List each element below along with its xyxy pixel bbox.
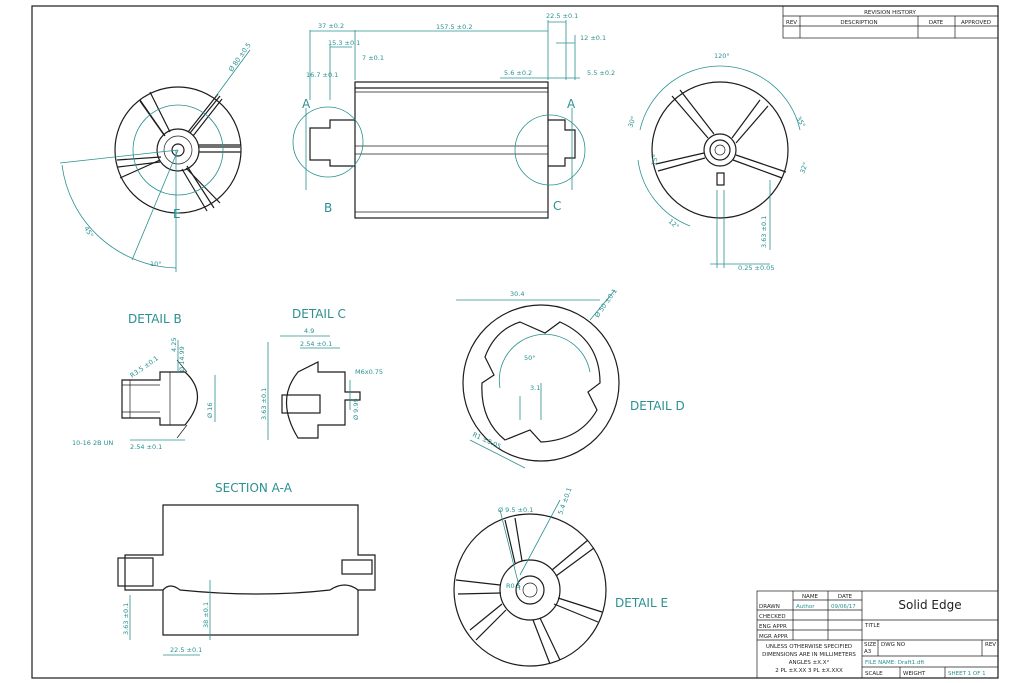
size-label: SIZE [864, 642, 877, 648]
dim-c-diameter-9-99: Ø 9.99 [352, 398, 360, 420]
dim-top-5-5: 5.5 ±0.2 [587, 69, 615, 77]
header-name: NAME [802, 594, 819, 600]
dim-e-5-4: 5.4 ±0.1 [556, 486, 573, 515]
dim-right-35: 35° [794, 115, 807, 129]
dim-right-30: 30° [626, 115, 637, 129]
detail-b-marker: B [324, 201, 332, 215]
detail-c-marker: C [553, 199, 561, 213]
title-block: NAME DATE DRAWN Author 09/06/17 CHECKED … [756, 590, 999, 679]
drawn-name: Author [796, 604, 815, 610]
dim-b-thread: 10-16 2B UN [72, 439, 113, 447]
title-label: TITLE [864, 623, 880, 629]
approved-col: APPROVED [961, 20, 991, 26]
dim-right-3-63: 3.63 ±0.1 [760, 216, 768, 248]
dim-c-3-63: 3.63 ±0.1 [260, 388, 268, 420]
note-1: UNLESS OTHERWISE SPECIFIED [766, 644, 852, 650]
detail-c-title: DETAIL C [292, 307, 346, 321]
dim-right-32: 32° [798, 161, 809, 175]
detail-b-view: DETAIL B 4.25 Ø 14.99 R3.5 ±0.1 Ø 16 10-… [72, 312, 216, 451]
right-end-view: 120° 30° 35° 32° 15° 3.63 ±0.1 0.25 ±0.0… [626, 52, 809, 272]
dim-d-50-deg: 50° [524, 354, 536, 362]
dim-left-angle-45: 45° [82, 225, 95, 239]
dim-d-3-1: 3.1 [530, 384, 540, 392]
detail-b-title: DETAIL B [128, 312, 182, 326]
dim-d-30-4: 30.4 [510, 290, 524, 298]
dim-d-diameter: Ø 50 ±0.1 [593, 287, 619, 319]
section-aa-title: SECTION A-A [215, 481, 293, 495]
checked-label: CHECKED [759, 614, 786, 620]
dim-top-157-5: 157.5 ±0.2 [436, 23, 472, 31]
dim-right-15: 15° [650, 154, 660, 167]
section-a-right: A [567, 97, 576, 111]
drawn-label: DRAWN [759, 604, 780, 610]
dim-top-15-3: 15.3 ±0.1 [328, 39, 360, 47]
dim-section-22-5: 22.5 ±0.1 [170, 646, 202, 654]
dim-c-2-54: 2.54 ±0.1 [300, 340, 332, 348]
side-view: A A B C 37 ±0.2 15.3 ±0.1 7 ±0.1 16.7 ±0… [292, 12, 615, 219]
detail-e-view: DETAIL E Ø 9.5 ±0.1 5.4 ±0.1 R0.5 [453, 486, 668, 667]
dim-top-22-5: 22.5 ±0.1 [546, 12, 578, 20]
sheet-label: SHEET 1 OF 1 [948, 671, 986, 677]
header-date: DATE [838, 594, 853, 600]
weight-label: WEIGHT [903, 671, 926, 677]
section-a-a-view: SECTION A-A 3.63 ±0.1 38 ±0.1 22.5 ±0.1 [117, 481, 376, 656]
drawn-date: 09/06/17 [831, 604, 856, 610]
company-name: Solid Edge [898, 598, 961, 612]
detail-d-view: DETAIL D Ø 50 ±0.1 30.4 50° 3.1 R1 ±0.05 [456, 287, 685, 469]
file-name: FILE NAME: Draft1.dft [865, 660, 925, 666]
detail-d-title: DETAIL D [630, 399, 685, 413]
dim-top-5-6: 5.6 ±0.2 [504, 69, 532, 77]
dim-left-diameter: Ø 80 ±0.5 [227, 41, 253, 73]
date-col: DATE [929, 20, 944, 26]
detail-e-marker: E [173, 207, 181, 221]
dim-b-diameter-14-99: Ø 14.99 [178, 346, 186, 372]
dim-b-diameter-16: Ø 16 [206, 403, 214, 418]
dim-b-4-25: 4.25 [170, 338, 178, 352]
dim-b-r3-5: R3.5 ±0.1 [129, 354, 160, 379]
eng-appr-label: ENG APPR [759, 624, 787, 630]
note-3: ANGLES ±X.X° [789, 660, 830, 666]
description-col: DESCRIPTION [840, 20, 877, 26]
dim-c-4-9: 4.9 [304, 327, 314, 335]
section-a-left: A [302, 97, 311, 111]
dwg-no-label: DWG NO [881, 642, 906, 648]
note-4: 2 PL ±X.XX 3 PL ±X.XXX [775, 668, 843, 674]
dim-top-37: 37 ±0.2 [318, 22, 344, 30]
sheet-border [31, 5, 999, 679]
dim-e-r0-5: R0.5 [506, 582, 521, 590]
dim-top-12: 12 ±0.1 [580, 34, 606, 42]
note-2: DIMENSIONS ARE IN MILLIMETERS [762, 652, 856, 658]
dim-top-7: 7 ±0.1 [362, 54, 384, 62]
dim-top-16-7: 16.7 ±0.1 [306, 71, 338, 79]
dim-e-diameter: Ø 9.5 ±0.1 [498, 506, 533, 514]
rev-label: REV [985, 642, 996, 648]
dim-right-120: 120° [714, 52, 730, 60]
dim-c-thread: M6x0.75 [355, 368, 383, 376]
dim-left-angle-10: 10° [150, 260, 162, 268]
detail-e-title: DETAIL E [615, 596, 668, 610]
dim-section-38: 38 ±0.1 [202, 602, 210, 628]
dim-b-2-54: 2.54 ±0.1 [130, 443, 162, 451]
dim-right-extra: 12° [667, 217, 681, 231]
dim-section-3-63: 3.63 ±0.1 [122, 603, 130, 635]
mgr-appr-label: MGR APPR [759, 634, 788, 640]
left-end-view: Ø 80 ±0.5 45° 10° E [59, 41, 253, 272]
rev-col: REV [786, 20, 797, 26]
dim-right-0-25: 0.25 ±0.05 [738, 264, 774, 272]
size-value: A3 [864, 649, 872, 655]
revision-table: REVISION HISTORY REV DESCRIPTION DATE AP… [782, 5, 999, 39]
scale-label: SCALE [865, 671, 883, 677]
revision-title: REVISION HISTORY [864, 10, 916, 16]
detail-c-view: DETAIL C 4.9 2.54 ±0.1 M6x0.75 3.63 ±0.1… [260, 307, 383, 440]
